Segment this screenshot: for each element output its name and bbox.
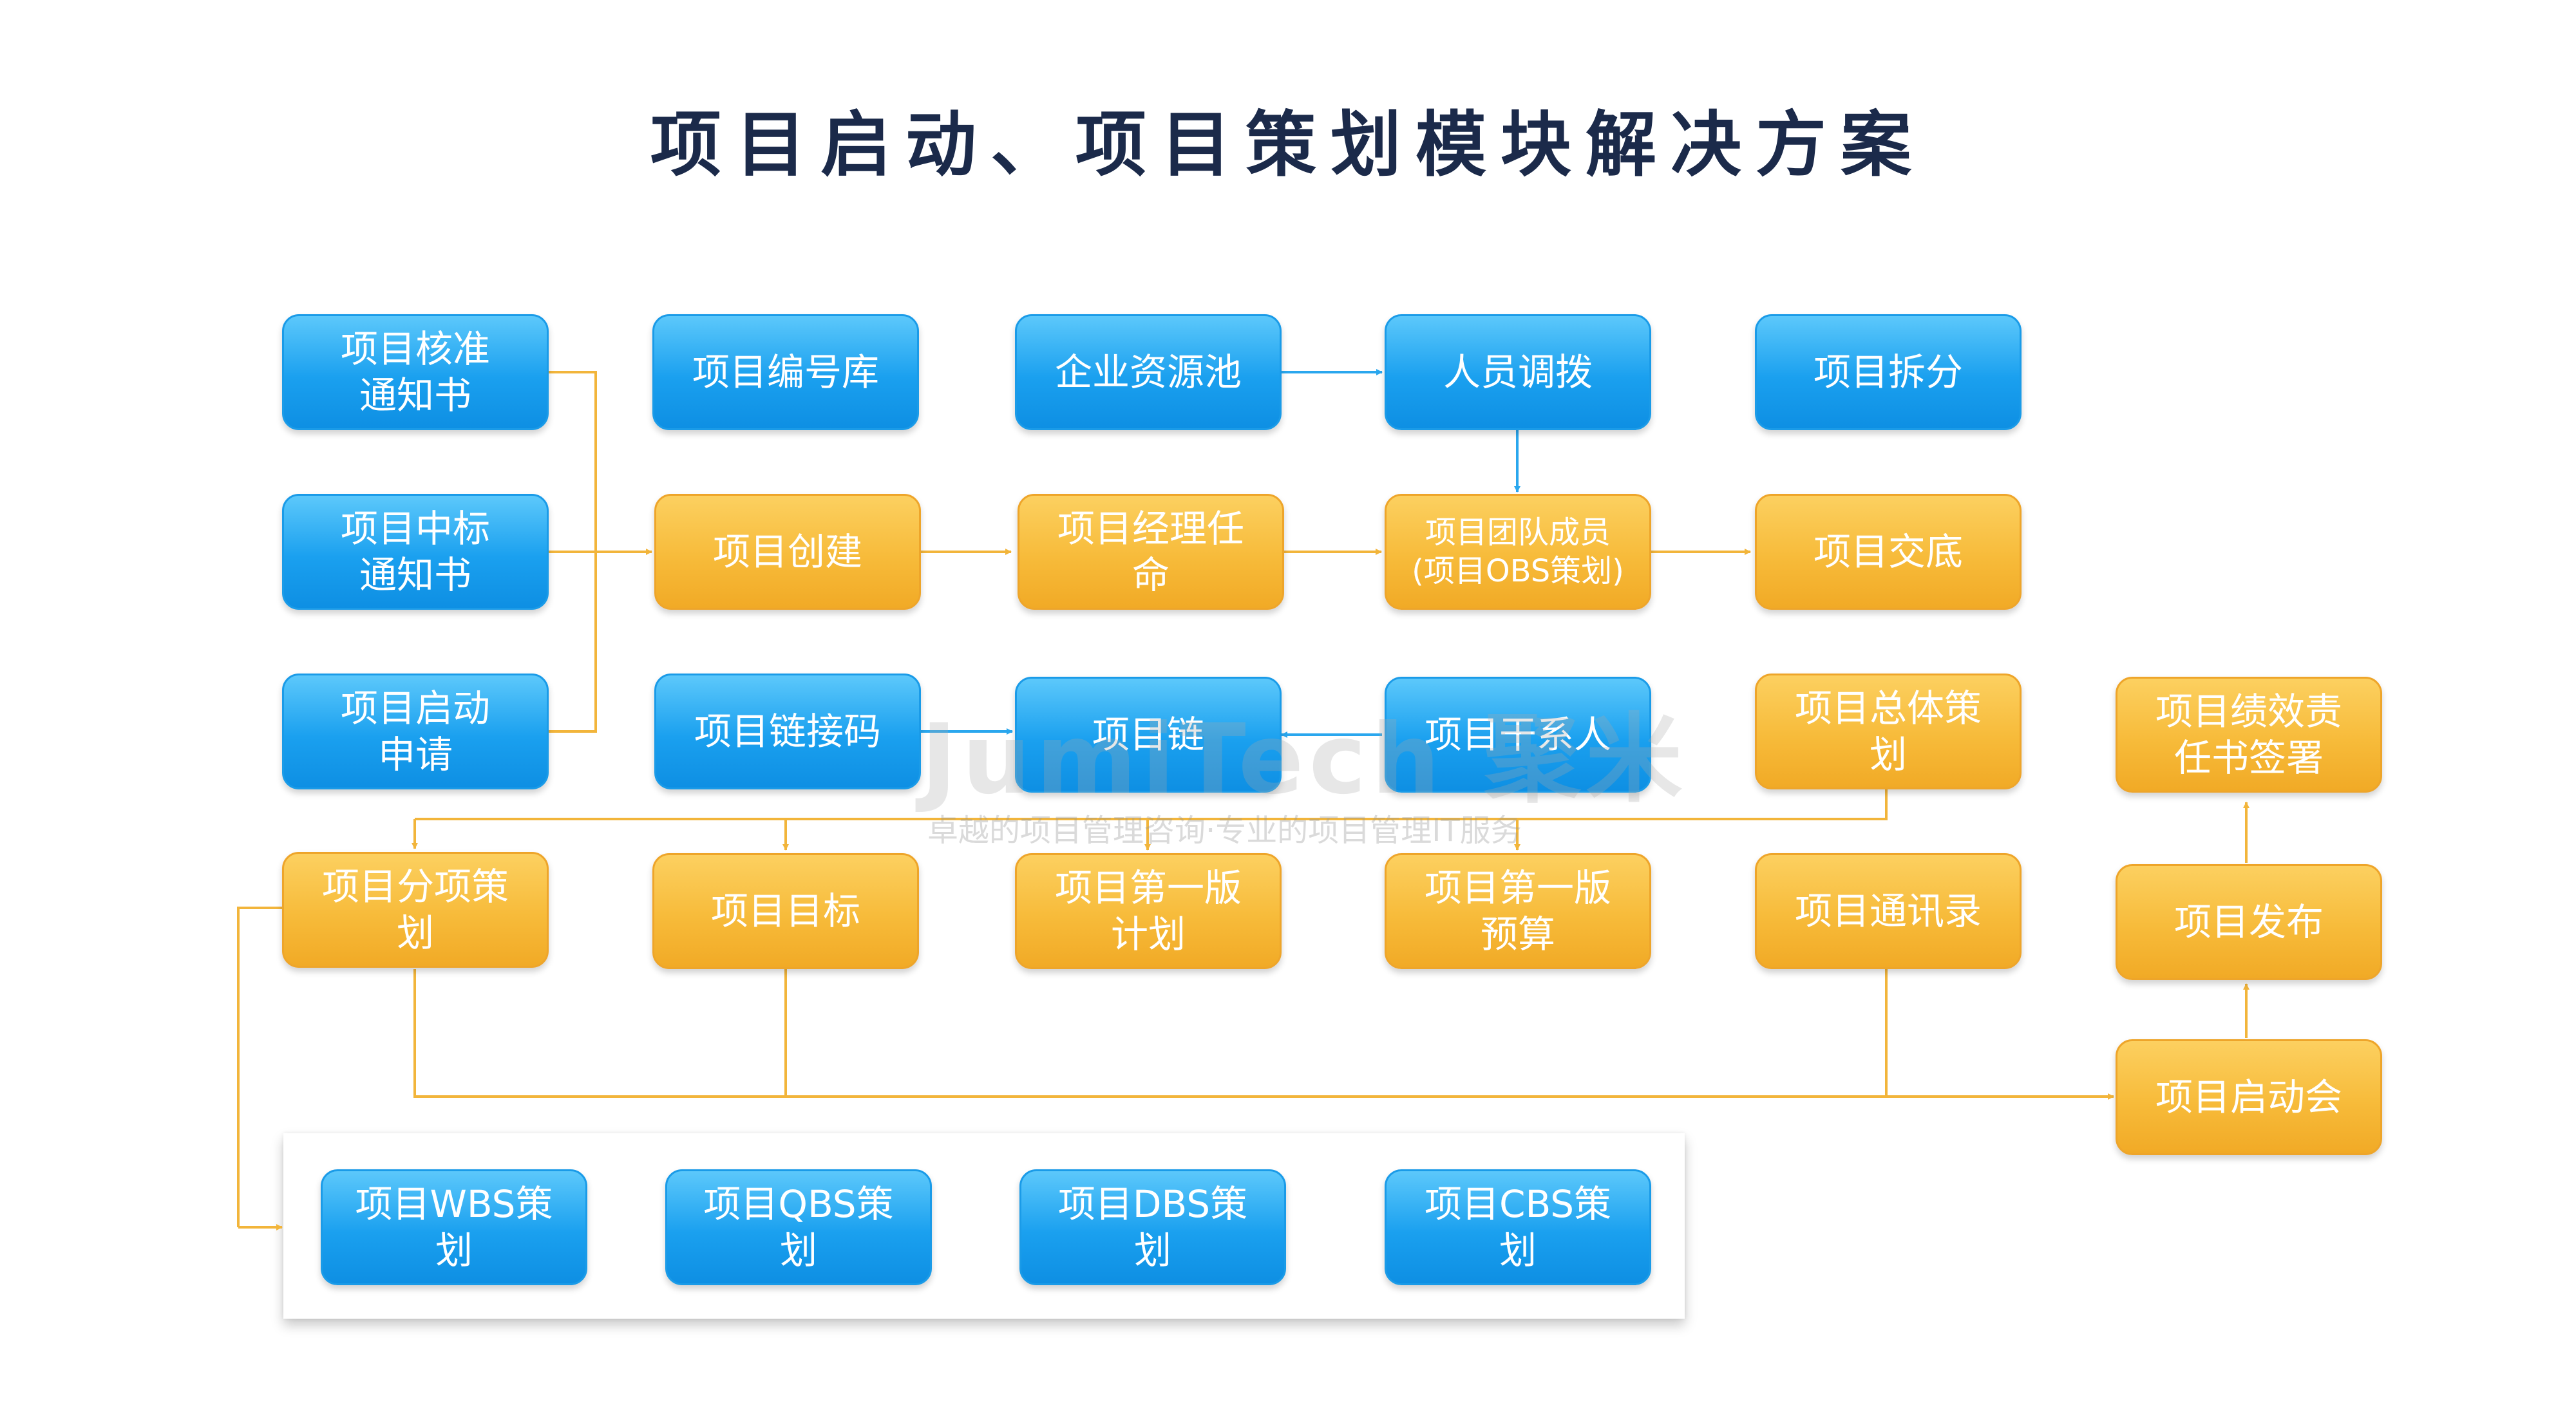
node-qbs-planning: 项目QBS策 划 xyxy=(665,1169,932,1285)
node-project-split: 项目拆分 xyxy=(1755,314,2022,430)
node-project-creation: 项目创建 xyxy=(654,494,921,610)
node-project-objectives: 项目目标 xyxy=(652,853,919,969)
node-sub-item-planning: 项目分项策 划 xyxy=(282,852,549,968)
node-kickoff-meeting: 项目启动会 xyxy=(2116,1039,2382,1155)
watermark-brand: JumiTech 聚米 xyxy=(921,704,1688,816)
node-personnel-allocation: 人员调拨 xyxy=(1385,314,1651,430)
connector-zongti-bus xyxy=(415,789,1888,820)
node-overall-planning: 项目总体策 划 xyxy=(1755,674,2022,789)
connector-row4-bus xyxy=(413,969,2112,1098)
node-first-budget: 项目第一版 预算 xyxy=(1385,853,1651,969)
node-project-chain: 项目链 xyxy=(1015,677,1282,793)
node-team-members-obs: 项目团队成员 (项目OBS策划) xyxy=(1385,494,1651,610)
node-stakeholders: 项目干系人 xyxy=(1385,677,1651,793)
node-project-directory: 项目通讯录 xyxy=(1755,853,2022,969)
node-dbs-planning: 项目DBS策 划 xyxy=(1019,1169,1286,1285)
node-project-approval-notice: 项目核准 通知书 xyxy=(282,314,549,430)
node-performance-agreement: 项目绩效责 任书签署 xyxy=(2116,677,2382,793)
page-title: 项目启动、项目策划模块解决方案 xyxy=(650,104,1926,186)
node-project-start-request: 项目启动 申请 xyxy=(282,674,549,789)
node-pm-appointment: 项目经理任 命 xyxy=(1018,494,1284,610)
connector-fenxiang-panel xyxy=(237,907,283,1227)
node-wbs-planning: 项目WBS策 划 xyxy=(321,1169,587,1285)
node-first-plan: 项目第一版 计划 xyxy=(1015,853,1282,969)
node-project-release: 项目发布 xyxy=(2116,864,2382,980)
node-project-handover: 项目交底 xyxy=(1755,494,2022,610)
node-bid-win-notice: 项目中标 通知书 xyxy=(282,494,549,610)
node-project-number-library: 项目编号库 xyxy=(652,314,919,430)
watermark-tagline: 卓越的项目管理咨询·专业的项目管理IT服务 xyxy=(927,813,1522,849)
node-enterprise-resource-pool: 企业资源池 xyxy=(1015,314,1282,430)
node-cbs-planning: 项目CBS策 划 xyxy=(1385,1169,1651,1285)
node-project-link-code: 项目链接码 xyxy=(654,674,921,789)
